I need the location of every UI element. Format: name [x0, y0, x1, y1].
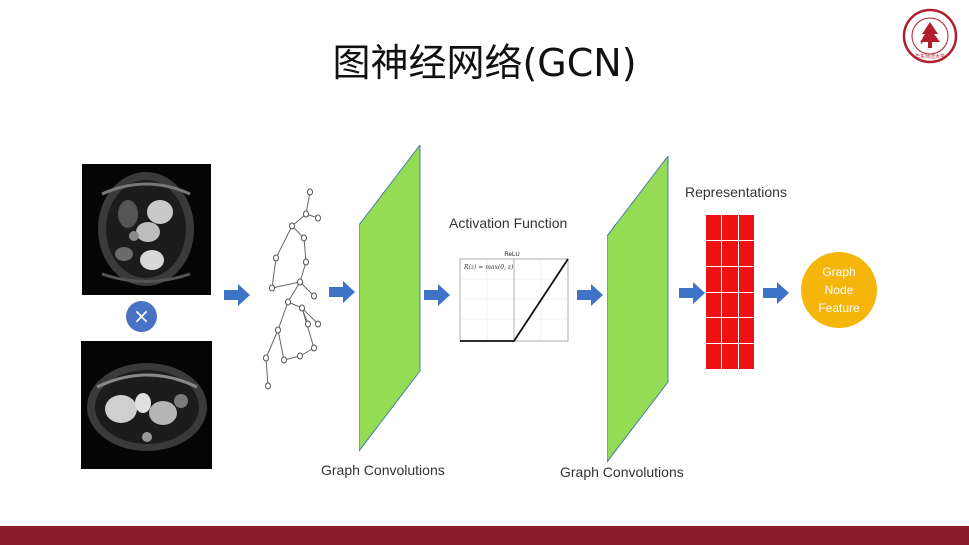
graph-convolutions-label-2: Graph Convolutions: [560, 464, 684, 480]
relu-chart-title: ReLU: [504, 252, 520, 258]
arrow-right-icon: [329, 281, 355, 303]
representations-label: Representations: [685, 184, 787, 200]
arrow-right-icon: [224, 284, 250, 306]
representation-cell: [722, 266, 738, 292]
relu-chart: ReLU R(z) = max(0, z): [454, 252, 570, 344]
representation-cell: [706, 344, 722, 369]
relu-formula: R(z) = max(0, z): [464, 264, 514, 271]
representation-cell: [706, 215, 722, 240]
representation-cell: [722, 240, 738, 266]
representation-cell: [706, 266, 722, 292]
graph-convolution-panel-1: [359, 145, 421, 452]
arrow-right-icon: [679, 282, 705, 304]
arrow-right-icon: [424, 284, 450, 306]
representation-cell: [722, 215, 738, 240]
graph-node-feature-label: Graph Node Feature: [818, 265, 860, 315]
representation-grid: [706, 215, 754, 369]
representation-cell: [738, 215, 754, 240]
slide-title: 图神经网络(GCN): [332, 41, 637, 85]
footer-bar: [0, 526, 969, 545]
university-logo: 华东师范大学: [902, 8, 958, 64]
representation-cell: [722, 344, 738, 369]
representation-cell: [706, 240, 722, 266]
representation-cell: [706, 292, 722, 318]
representation-cell: [722, 318, 738, 344]
representation-cell: [738, 292, 754, 318]
graph-node-feature-circle: Graph Node Feature: [801, 252, 877, 328]
arrow-right-icon: [577, 284, 603, 306]
representation-cell: [738, 266, 754, 292]
representation-cell: [738, 344, 754, 369]
arrow-right-icon: [763, 282, 789, 304]
multiply-icon: ×: [126, 301, 157, 332]
svg-text:华东师范大学: 华东师范大学: [915, 53, 945, 60]
mri-image-top: [82, 164, 211, 295]
representation-cell: [722, 292, 738, 318]
graph-convolution-panel-2: [607, 156, 669, 463]
graph-network-diagram: [263, 188, 321, 390]
representation-cell: [706, 318, 722, 344]
representation-cell: [738, 240, 754, 266]
activation-function-label: Activation Function: [449, 215, 568, 231]
representation-cell: [738, 318, 754, 344]
mri-image-bottom: [81, 341, 212, 469]
graph-convolutions-label-1: Graph Convolutions: [321, 462, 445, 478]
